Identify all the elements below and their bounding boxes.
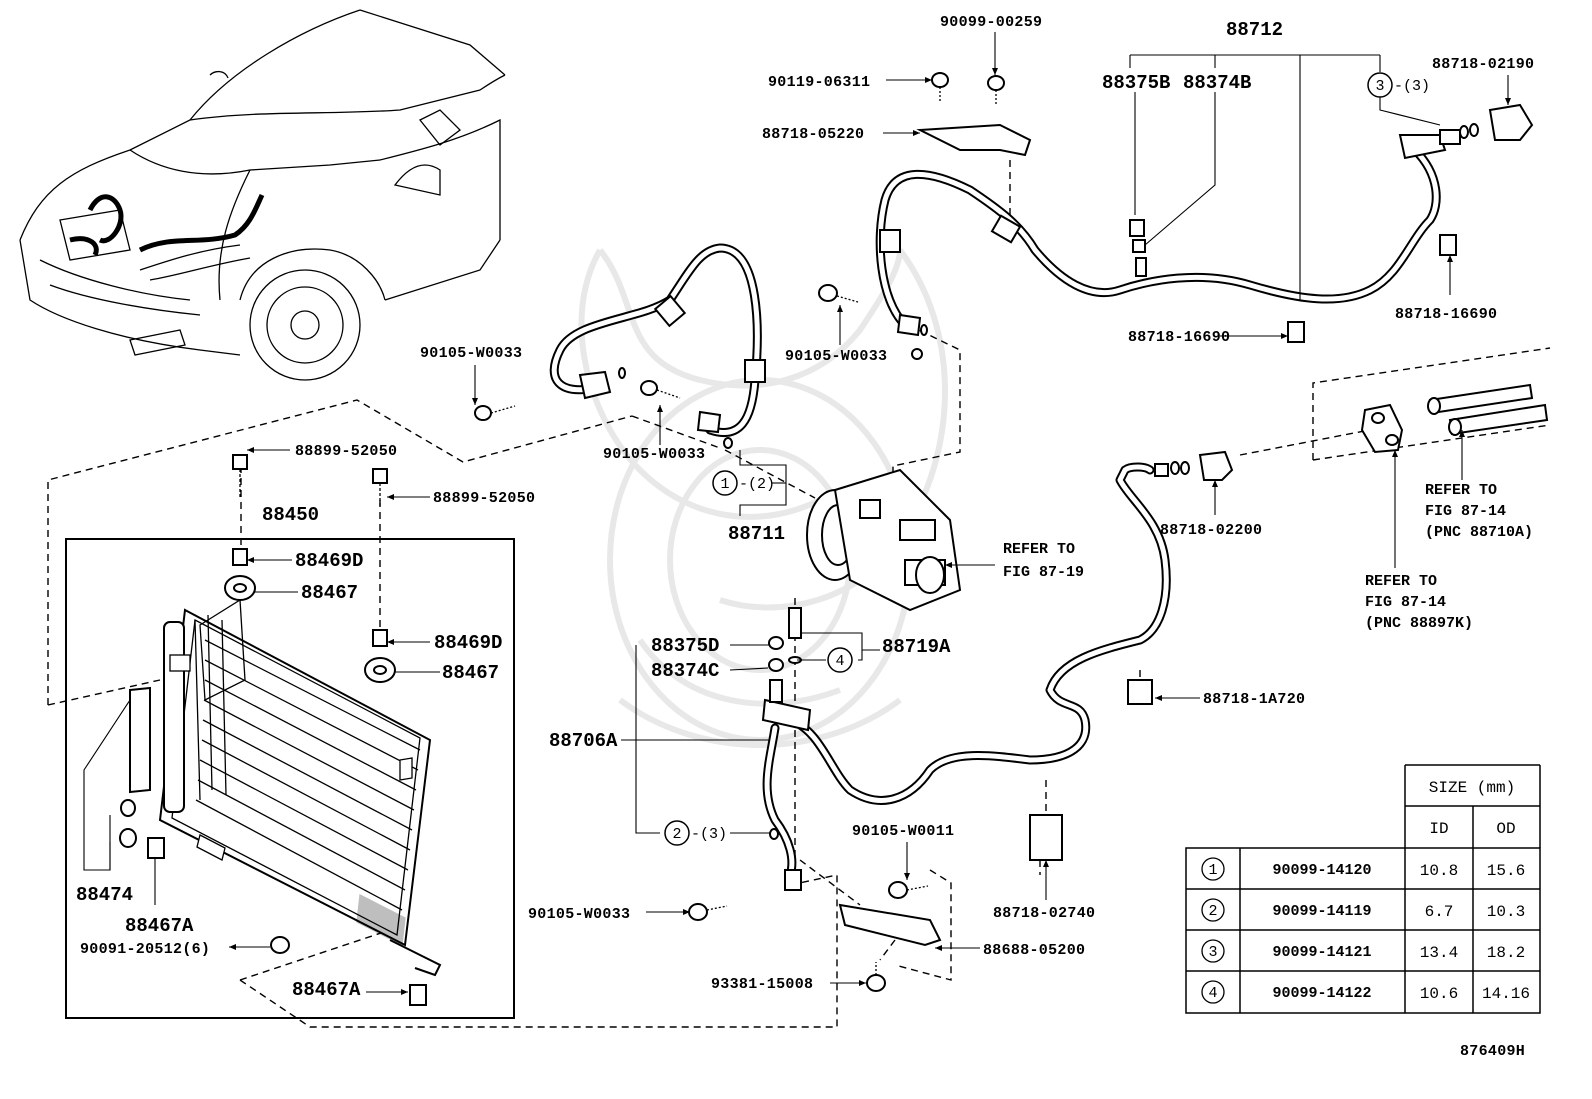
svg-text:4: 4: [1208, 985, 1217, 1002]
label-88375D[interactable]: 88375D: [651, 635, 719, 657]
label-88718-16690-mid[interactable]: 88718-16690: [1128, 329, 1230, 346]
svg-text:3: 3: [1375, 78, 1384, 95]
svg-text:-(3): -(3): [1394, 78, 1430, 95]
svg-text:15.6: 15.6: [1487, 862, 1525, 880]
part-labels: 90099-00259 88712 90119-06311 88375B 883…: [76, 14, 1534, 1060]
label-88718-16690-right[interactable]: 88718-16690: [1395, 306, 1497, 323]
svg-text:10.6: 10.6: [1420, 985, 1458, 1003]
label-90105-W0033-b[interactable]: 90105-W0033: [785, 348, 887, 365]
dashed-guide-lines: [47, 160, 1551, 1028]
size-table-col-od: OD: [1496, 820, 1515, 838]
svg-text:1: 1: [1208, 862, 1217, 879]
condenser-illustration: [129, 598, 442, 977]
condenser-leader-lines: [83, 449, 440, 993]
label-refer-88710A-line3[interactable]: (PNC 88710A): [1425, 524, 1533, 541]
label-88374B[interactable]: 88374B: [1183, 72, 1251, 94]
label-refer-88897K-line1[interactable]: REFER TO: [1365, 573, 1437, 590]
label-88467-b[interactable]: 88467: [442, 662, 499, 684]
label-90105-W0033-a[interactable]: 90105-W0033: [420, 345, 522, 362]
label-88450[interactable]: 88450: [262, 504, 319, 526]
label-88706A[interactable]: 88706A: [549, 730, 618, 752]
svg-text:1: 1: [720, 476, 729, 493]
label-88712[interactable]: 88712: [1226, 19, 1283, 41]
compressor-illustration: [806, 468, 962, 612]
label-88718-05220[interactable]: 88718-05220: [762, 126, 864, 143]
label-88375B[interactable]: 88375B: [1102, 72, 1170, 94]
marker-3: [1367, 72, 1393, 98]
label-90099-00259[interactable]: 90099-00259: [940, 14, 1042, 31]
label-90105-W0011[interactable]: 90105-W0011: [852, 823, 954, 840]
label-90105-W0033-c[interactable]: 90105-W0033: [603, 446, 705, 463]
label-88718-02190[interactable]: 88718-02190: [1432, 56, 1534, 73]
bracket-88718-05220: [916, 72, 1032, 157]
svg-text:90099-14122[interactable]: 90099-14122: [1272, 985, 1371, 1002]
label-93381-15008[interactable]: 93381-15008: [711, 976, 813, 993]
marker-2: [664, 820, 690, 846]
label-88469D-b[interactable]: 88469D: [434, 632, 502, 654]
svg-text:4: 4: [835, 653, 844, 670]
label-88718-02200[interactable]: 88718-02200: [1160, 522, 1262, 539]
svg-text:6.7: 6.7: [1425, 903, 1454, 921]
label-90105-W0033-d[interactable]: 90105-W0033: [528, 906, 630, 923]
label-88688-05200[interactable]: 88688-05200: [983, 942, 1085, 959]
svg-text:14.16: 14.16: [1482, 985, 1530, 1003]
svg-text:18.2: 18.2: [1487, 944, 1525, 962]
condenser-mount-parts: [119, 454, 427, 1006]
label-90119-06311[interactable]: 90119-06311: [768, 74, 870, 91]
svg-text:-(3): -(3): [691, 826, 727, 843]
label-88899-52050-a[interactable]: 88899-52050: [295, 443, 397, 460]
label-88718-02740[interactable]: 88718-02740: [993, 905, 1095, 922]
svg-text:13.4: 13.4: [1420, 944, 1458, 962]
liquid-pipe: [688, 383, 1549, 992]
label-88711[interactable]: 88711: [728, 523, 785, 545]
svg-text:-(2): -(2): [739, 476, 775, 493]
size-table: SIZE (mm) ID OD 1 90099-14120 10.8 15.6 …: [1185, 764, 1541, 1014]
marker-4: [827, 647, 853, 673]
suction-hose: [818, 103, 1534, 360]
marker-1: [712, 470, 738, 496]
diagram-id: 876409H: [1460, 1043, 1525, 1060]
svg-text:2: 2: [672, 826, 681, 843]
leader-lines: [474, 32, 1509, 984]
label-88899-52050-b[interactable]: 88899-52050: [433, 490, 535, 507]
svg-text:3: 3: [1208, 944, 1217, 961]
label-88467A-a[interactable]: 88467A: [125, 915, 194, 937]
label-refer-88897K-line3[interactable]: (PNC 88897K): [1365, 615, 1473, 632]
size-table-row: 3 90099-14121 13.4 18.2: [1201, 939, 1525, 963]
size-table-row: 2 90099-14119 6.7 10.3: [1201, 898, 1525, 922]
svg-text:10.3: 10.3: [1487, 903, 1525, 921]
label-refer-88710A-line1[interactable]: REFER TO: [1425, 482, 1497, 499]
svg-text:90099-14120[interactable]: 90099-14120: [1272, 862, 1371, 879]
label-88467A-b[interactable]: 88467A: [292, 979, 361, 1001]
label-88719A[interactable]: 88719A: [882, 636, 951, 658]
discharge-hose: [474, 243, 766, 449]
size-table-col-id: ID: [1429, 820, 1448, 838]
size-table-header: SIZE (mm): [1429, 779, 1515, 797]
label-90091-20512[interactable]: 90091-20512(6): [80, 941, 210, 958]
arrowheads: [229, 68, 1511, 995]
label-88374C[interactable]: 88374C: [651, 660, 719, 682]
circled-markers: 3 -(3) 1 -(2) 4 2 -(3): [664, 72, 1430, 846]
label-88469D-a[interactable]: 88469D: [295, 550, 363, 572]
condenser-assembly-frame: [65, 538, 515, 1019]
label-88467-a[interactable]: 88467: [301, 582, 358, 604]
car-illustration: [19, 9, 506, 381]
label-88718-1A720[interactable]: 88718-1A720: [1203, 691, 1305, 708]
size-table-row: 4 90099-14122 10.6 14.16: [1201, 980, 1530, 1004]
svg-text:90099-14119[interactable]: 90099-14119: [1272, 903, 1371, 920]
label-refer-87-19-line2[interactable]: FIG 87-19: [1003, 564, 1084, 581]
svg-text:10.8: 10.8: [1420, 862, 1458, 880]
svg-text:2: 2: [1208, 903, 1217, 920]
svg-text:90099-14121[interactable]: 90099-14121: [1272, 944, 1371, 961]
label-refer-87-19-line1[interactable]: REFER TO: [1003, 541, 1075, 558]
label-88474[interactable]: 88474: [76, 884, 133, 906]
label-refer-88897K-line2[interactable]: FIG 87-14: [1365, 594, 1446, 611]
size-table-row: 1 90099-14120 10.8 15.6: [1201, 857, 1525, 881]
label-refer-88710A-line2[interactable]: FIG 87-14: [1425, 503, 1506, 520]
